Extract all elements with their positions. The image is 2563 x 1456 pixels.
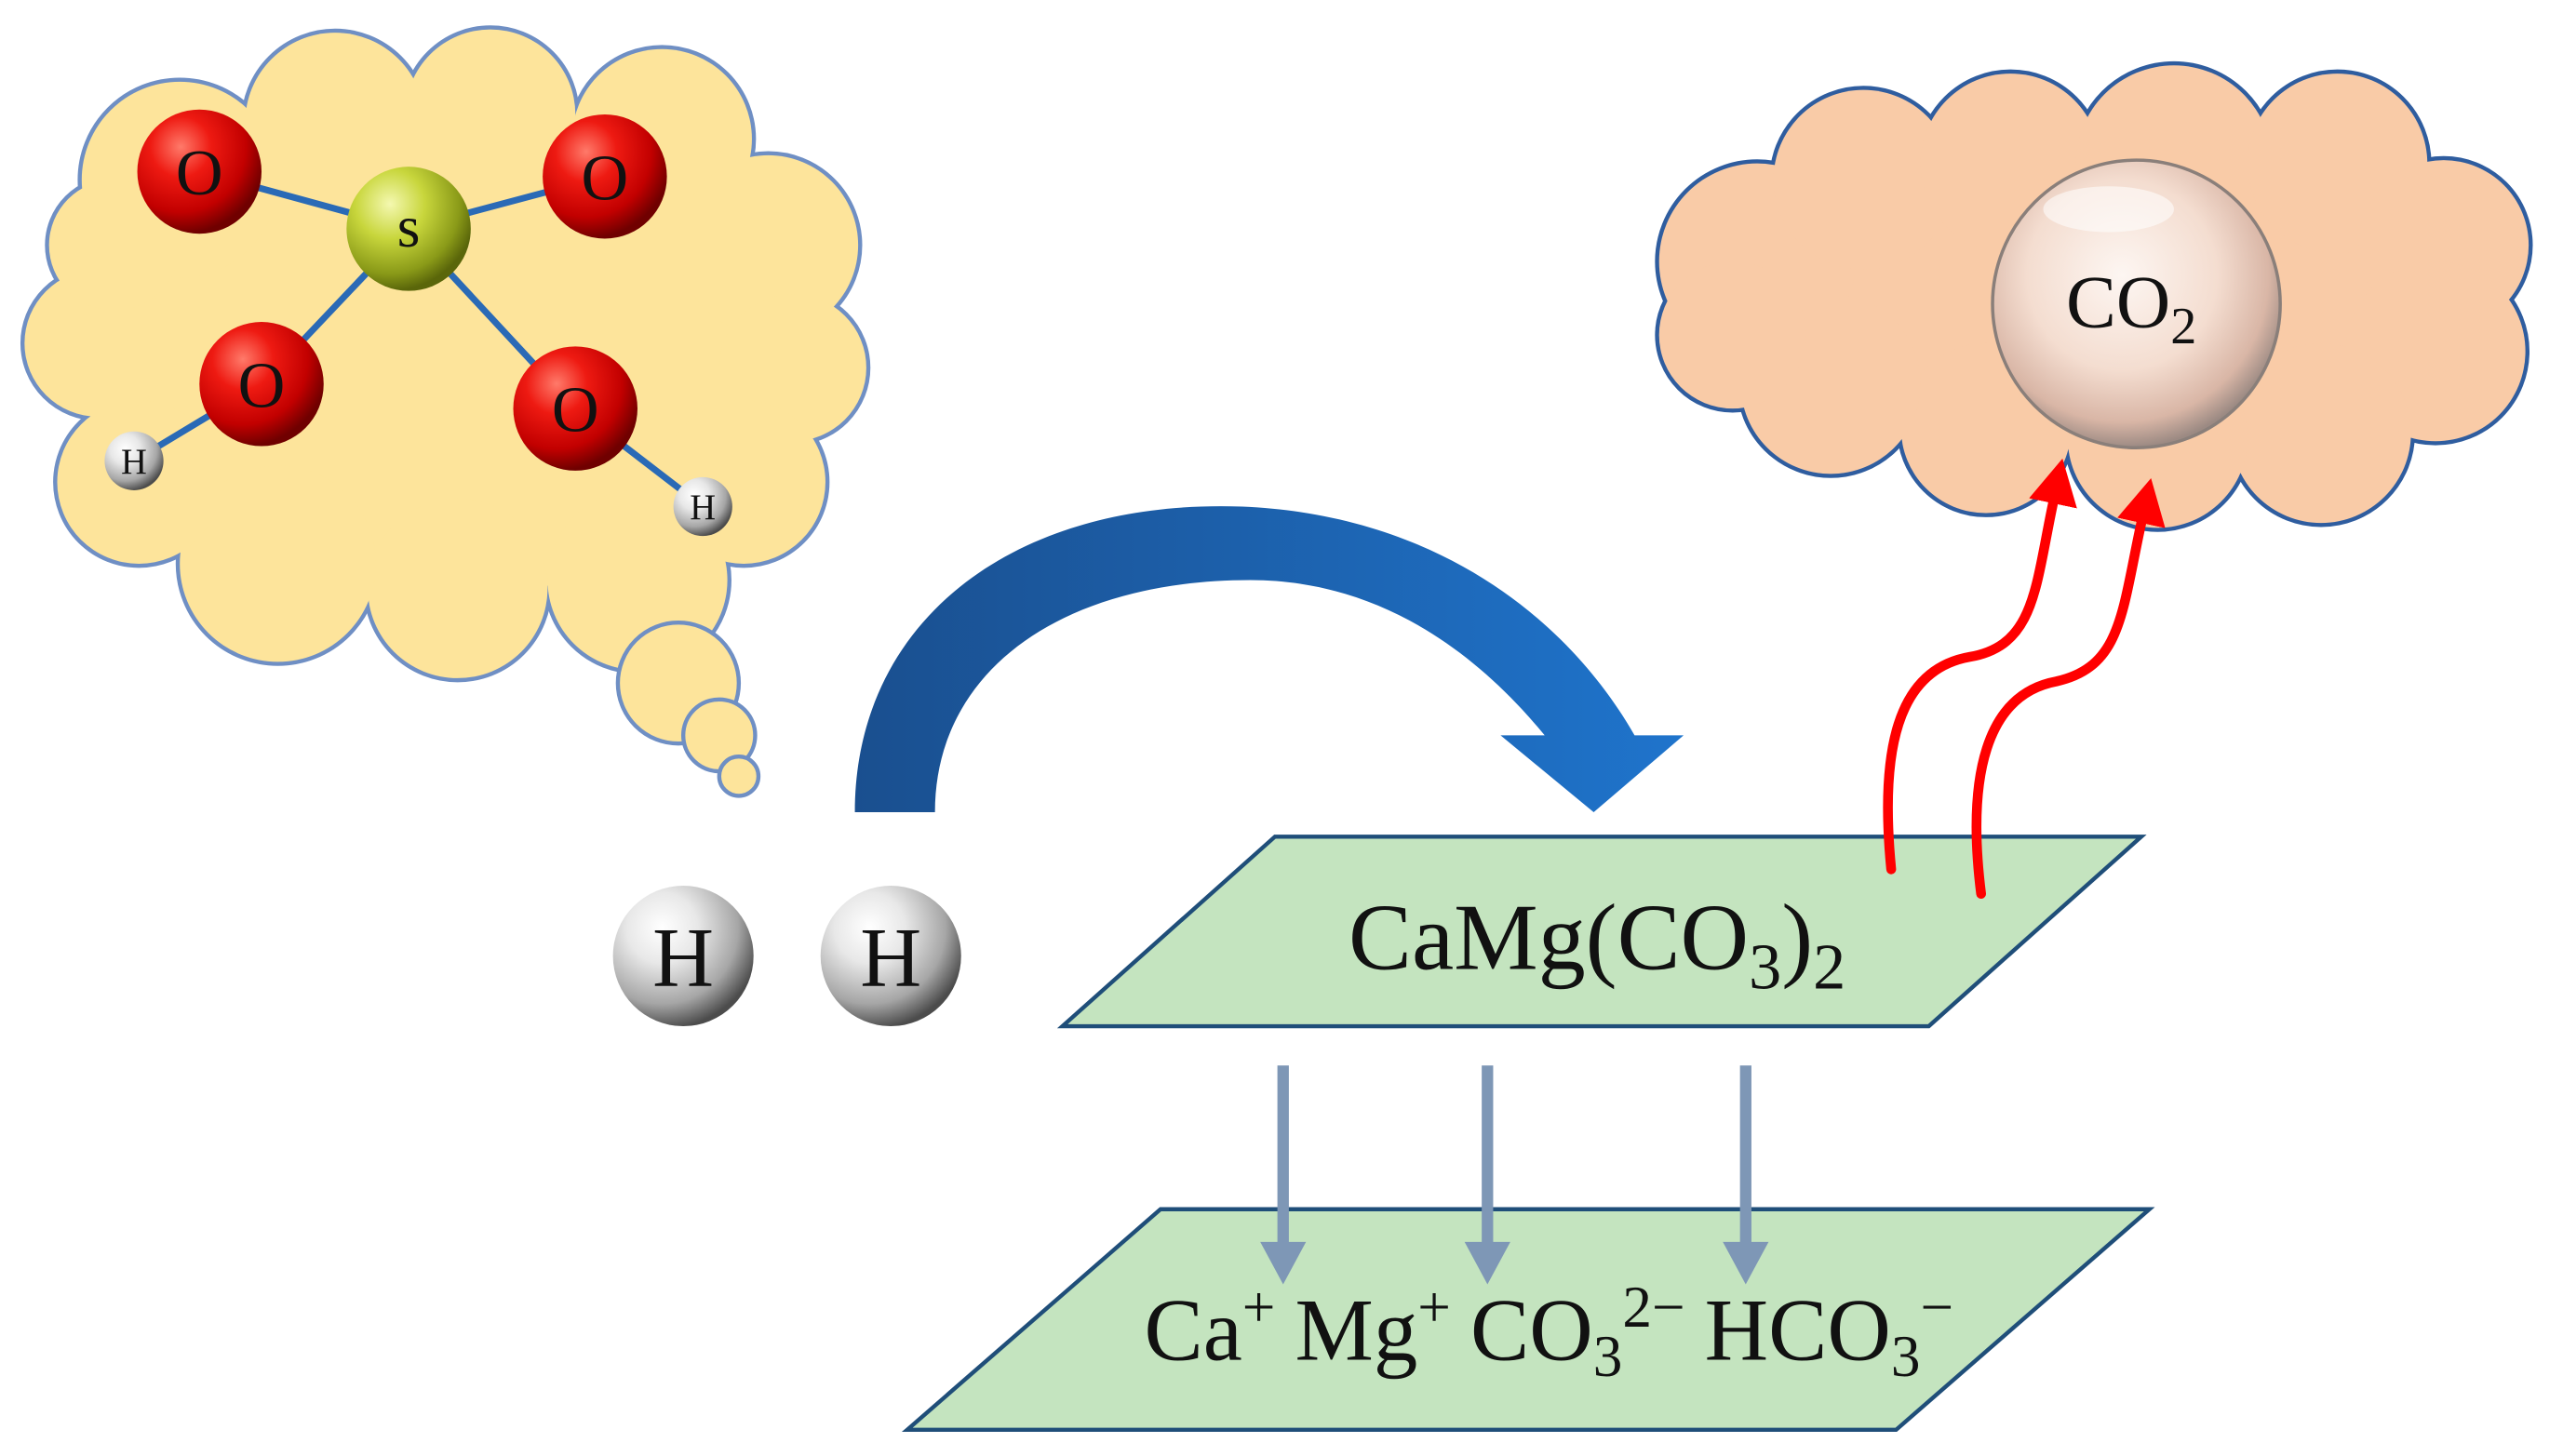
- transfer-arrow: [854, 506, 1684, 812]
- ion-subscript: 3: [1891, 1324, 1921, 1389]
- co2-bubble: CO2: [1991, 158, 2282, 450]
- hydrogen-ion-label: H: [652, 910, 714, 1004]
- co2-release-arrow: [1883, 458, 2077, 875]
- co2-label: CO2: [2066, 260, 2196, 355]
- ion-charge: +: [1242, 1275, 1276, 1340]
- thought-cloud: [20, 25, 871, 798]
- cloud-lobe: [1773, 89, 1953, 270]
- ion-symbol: HCO: [1705, 1280, 1891, 1379]
- hydrogen-label: H: [690, 488, 716, 528]
- ions-layer: Ca+Mg+CO32−HCO3−: [901, 1207, 2155, 1433]
- hydrogen-ion: H: [820, 885, 961, 1027]
- oxygen-sphere: [513, 346, 637, 471]
- ion-charge: −: [1921, 1275, 1954, 1340]
- sulfur-label: s: [397, 194, 421, 260]
- oxygen-atom: O: [199, 322, 324, 447]
- cloud-lobe: [678, 154, 859, 336]
- hydrogen-atom: H: [104, 431, 164, 490]
- oxygen-sphere: [199, 322, 324, 447]
- bubble-highlight: [2043, 186, 2174, 233]
- ion-symbol: Mg: [1295, 1280, 1418, 1379]
- co2-bubble-sphere: [1991, 158, 2282, 450]
- cloud-lobe: [2231, 342, 2411, 524]
- oxygen-label: O: [176, 137, 223, 209]
- hydrogen-sphere: [104, 431, 164, 490]
- dolomite-formula-main: CaMg(CO: [1349, 886, 1749, 991]
- oxygen-atom: O: [543, 114, 667, 239]
- dissolution-arrow-head: [1723, 1241, 1769, 1285]
- ions-label: Ca+Mg+CO32−HCO3−: [1144, 1275, 1953, 1389]
- hydrogen-ion-sphere: [612, 885, 754, 1027]
- free-hydrogen-atoms: H H: [612, 885, 961, 1027]
- hydrogen-sphere: [673, 476, 732, 537]
- cloud-lobe: [405, 29, 576, 200]
- co2-formula: CO: [2066, 260, 2170, 343]
- cloud-lobe: [368, 498, 548, 678]
- thought-cloud-body: [24, 29, 866, 678]
- dolomite-formula: CaMg(CO3)2: [1349, 886, 1845, 1004]
- dissolution-arrow-head: [1464, 1241, 1510, 1285]
- oxygen-sphere: [137, 109, 262, 234]
- ion-subscript: 3: [1593, 1324, 1623, 1389]
- dissolution-arrow: [1260, 1065, 1307, 1285]
- oxygen-sphere: [543, 114, 667, 239]
- dissolution-arrow-head: [1260, 1241, 1307, 1285]
- dolomite-subscript-3: 3: [1749, 931, 1781, 1004]
- ion-charge: 2−: [1622, 1275, 1684, 1340]
- oxygen-label: O: [238, 349, 286, 421]
- dolomite-paren-close: ): [1781, 886, 1813, 991]
- co2-release-arrow: [1971, 478, 2166, 900]
- dolomite-layer: CaMg(CO3)2: [1056, 835, 2147, 1029]
- cloud-lobe: [180, 465, 376, 662]
- sulfuric-acid-molecule: O O O O s H H: [104, 109, 732, 537]
- hydrogen-ion-sphere: [820, 885, 961, 1027]
- cloud-lobe: [245, 33, 425, 213]
- dolomite-subscript-2: 2: [1813, 931, 1845, 1004]
- ion-symbol: CO: [1470, 1280, 1593, 1379]
- sulfur-atom: s: [346, 167, 471, 291]
- ion-charge: +: [1417, 1275, 1451, 1340]
- oxygen-label: O: [581, 141, 628, 214]
- co2-subscript: 2: [2170, 298, 2196, 355]
- sulfur-sphere: [346, 167, 471, 291]
- ions-plane: [901, 1207, 2155, 1433]
- dissolution-arrow: [1723, 1065, 1769, 1285]
- hydrogen-ion-label: H: [860, 910, 921, 1004]
- oxygen-atom: O: [513, 346, 637, 471]
- cloud-lobe: [1658, 261, 1806, 409]
- thought-bubble-small: [717, 755, 761, 798]
- hydrogen-label: H: [121, 443, 147, 482]
- ion-symbol: Ca: [1144, 1280, 1241, 1379]
- dolomite-plane: [1056, 835, 2147, 1029]
- hydrogen-ion: H: [612, 885, 754, 1027]
- cloud-lobe: [48, 180, 181, 311]
- dissolution-arrow: [1464, 1065, 1510, 1285]
- oxygen-label: O: [552, 374, 599, 447]
- oxygen-atom: O: [137, 109, 262, 234]
- gas-cloud: CO2: [1655, 60, 2533, 532]
- hydrogen-atom: H: [673, 476, 732, 537]
